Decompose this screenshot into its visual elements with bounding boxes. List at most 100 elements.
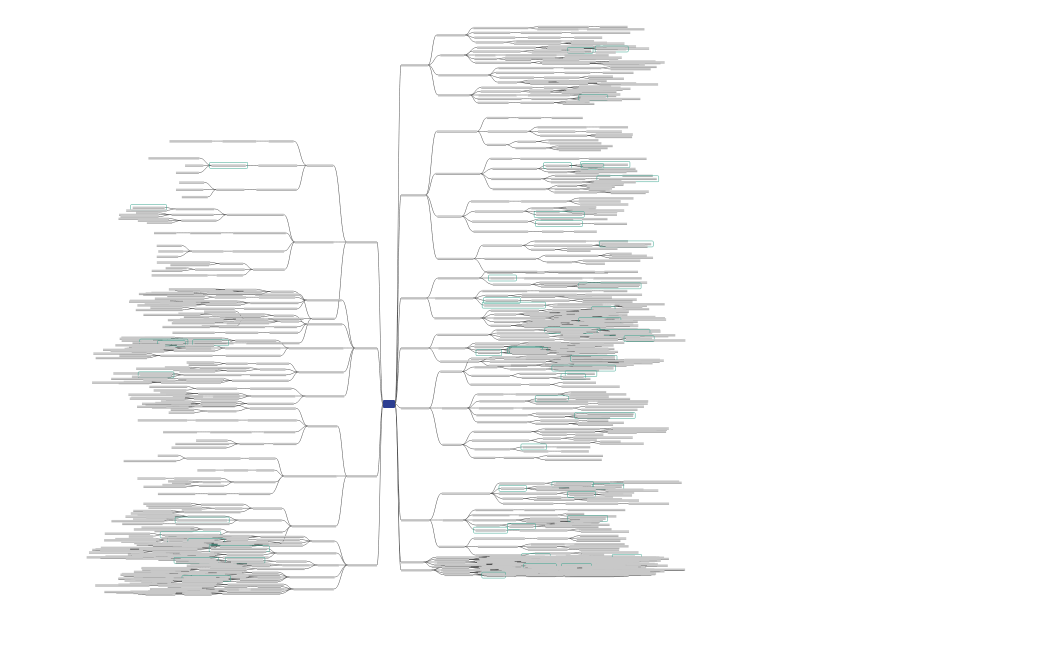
branch-left-3-3-2-3-1-text[interactable] (122, 522, 163, 525)
branch-left-2-3-1-3-2-text[interactable] (132, 341, 187, 344)
branch-left-4-2-2-1-2-text[interactable] (88, 551, 144, 553)
branch-left-2-4-2-1-text[interactable] (199, 366, 250, 369)
branch-right-4-3-2-1-text[interactable] (555, 358, 615, 361)
branch-right-1-4-2-2-1-text[interactable] (564, 90, 617, 93)
branch-right-3-3-1-2-text[interactable] (547, 310, 567, 312)
branch-left-4-2-1-text[interactable] (211, 547, 268, 550)
branch-right-1-3-4-1-text[interactable] (527, 79, 569, 82)
branch-right-3-1-3-1-1-text[interactable] (600, 281, 648, 283)
branch-left-4-5-4-3-text[interactable] (163, 591, 219, 593)
branch-right-5-2-5-2-2-text[interactable] (576, 422, 612, 425)
branch-right-3-1-3-2-text[interactable] (544, 283, 577, 285)
branch-left-2-1-3-3-text[interactable] (205, 303, 241, 306)
branch-right-3-2-3-1-2-text[interactable] (582, 300, 633, 303)
branch-right-6-1-4-2-1-text[interactable] (587, 498, 623, 500)
branch-right-4-2-1-1-1-text[interactable] (569, 341, 625, 344)
branch-right-2-4-1-2-1-text[interactable] (601, 242, 652, 245)
branch-left-1-3-text[interactable] (311, 317, 335, 320)
branch-left-4-text[interactable] (347, 564, 377, 566)
branch-right-3-3-3-3-1-text[interactable] (614, 318, 667, 320)
branch-right-2-2-2-1-1-text[interactable] (582, 163, 628, 166)
branch-right-3-1-1-1-text[interactable] (548, 270, 595, 273)
branch-left-3-3-2-2-1-text[interactable] (132, 518, 167, 520)
branch-left-3-3-1-1-2-text[interactable] (146, 504, 192, 506)
branch-left-2-5-3-1-text[interactable] (200, 400, 238, 402)
branch-right-3-1-1-1-1-text[interactable] (604, 270, 639, 273)
branch-left-4-2-4-2-2-text[interactable] (100, 556, 143, 559)
branch-right-2-1-3-1-text[interactable] (517, 140, 537, 143)
branch-right-6-2-2-text[interactable] (472, 513, 510, 516)
branch-left-3-2-3-2-2-text[interactable] (172, 481, 192, 484)
branch-right-4-3-2-text[interactable] (489, 360, 546, 362)
branch-left-1-1-3-1-text[interactable] (216, 188, 245, 191)
branch-right-1-2-1-text[interactable] (477, 46, 536, 48)
branch-right-4-1-1-1-text[interactable] (543, 328, 592, 330)
branch-right-8-4-text[interactable] (442, 571, 470, 573)
branch-right-2-3-3-text[interactable] (472, 220, 528, 222)
branch-left-4-4-1-2-2-text[interactable] (179, 572, 205, 574)
branch-right-2-4-2-1-text[interactable] (545, 254, 599, 257)
branch-right-6-1-2-2-text[interactable] (535, 487, 559, 489)
branch-right-1-4-4-1-3-text[interactable] (580, 98, 622, 101)
branch-right-2-4-1-text[interactable] (482, 244, 522, 246)
branch-left-2-3-2-text[interactable] (225, 347, 281, 349)
branch-right-4-2-1-2-text[interactable] (528, 343, 571, 345)
branch-left-2-1-4-text[interactable] (243, 307, 298, 310)
branch-left-2-1-1-2-2-text[interactable] (209, 290, 234, 293)
branch-right-6-3-1-1-1-text[interactable] (580, 534, 619, 537)
branch-left-4-3-1-2-1-text[interactable] (196, 560, 221, 563)
branch-left-4-5-3-text[interactable] (250, 588, 285, 590)
branch-right-3-3-3-3-text[interactable] (553, 318, 605, 320)
branch-right-1-4-text[interactable] (438, 94, 470, 96)
branch-right-2-3-2-1-3-text[interactable] (566, 208, 589, 210)
branch-left-1-1-1-text[interactable] (268, 140, 294, 142)
branch-left-2-1-text[interactable] (306, 299, 342, 301)
branch-left-1-1-3-text[interactable] (256, 188, 297, 191)
branch-right-6-2-4-text[interactable] (476, 524, 500, 526)
branch-right-6-3-3-1-1-text[interactable] (580, 551, 639, 553)
branch-right-7-3-3-3-text[interactable] (528, 562, 553, 564)
branch-right-2-2-2-1-text[interactable] (545, 164, 570, 167)
branch-left-2-5-3-2-text[interactable] (200, 402, 236, 405)
branch-right-4-2-1-2-1-text[interactable] (579, 343, 605, 345)
branch-right-4-2-4-1-2-text[interactable] (578, 350, 619, 353)
branch-right-6-1-1-2-text[interactable] (553, 483, 592, 486)
branch-right-8-3-text[interactable] (440, 569, 491, 571)
branch-left-2-2-1-2-1-text[interactable] (183, 315, 210, 318)
branch-right-5-2-5-text[interactable] (477, 420, 528, 423)
branch-right-6-2-4-1-text[interactable] (511, 522, 547, 525)
branch-left-2-5-3-text[interactable] (247, 402, 294, 405)
branch-right-7-3-text[interactable] (437, 561, 466, 563)
branch-left-4-4-1-1-text[interactable] (189, 570, 244, 573)
branch-right-6-2-text[interactable] (442, 519, 464, 521)
branch-left-3-3-2-2-text[interactable] (177, 519, 228, 521)
branch-right-2-1-3-text[interactable] (486, 143, 507, 146)
branch-left-2-4-4-2-text[interactable] (186, 379, 223, 382)
branch-right-5-2-4-2-2-text[interactable] (574, 415, 602, 418)
branch-right-3-2-text[interactable] (435, 297, 474, 299)
branch-right-6-2-1-1-text[interactable] (524, 508, 556, 511)
branch-right-1-4-4-1-text[interactable] (531, 97, 568, 100)
branch-right-6-1-5-text[interactable] (502, 502, 554, 505)
branch-right-6-1-3-text[interactable] (498, 492, 558, 494)
branch-right-5-1-2-1-1-text[interactable] (544, 362, 569, 365)
branch-right-2-3-4-text[interactable] (473, 230, 529, 232)
branch-right-8-text[interactable] (401, 569, 432, 571)
branch-right-2-2-3-1-1-text[interactable] (622, 174, 653, 177)
branch-right-4-1-4-1-text[interactable] (563, 338, 618, 341)
branch-right-5-3-1-2-2-text[interactable] (608, 430, 667, 433)
branch-left-4-5-1-3-text[interactable] (158, 584, 217, 586)
branch-right-3-3-1-1-text[interactable] (552, 308, 581, 311)
branch-right-5-3-4-1-text[interactable] (503, 456, 535, 459)
branch-right-6-1-5-1-text[interactable] (565, 502, 619, 505)
branch-left-2-2-2-2-1-text[interactable] (173, 320, 224, 322)
branch-left-3-3-3-text[interactable] (229, 530, 283, 533)
branch-left-3-1-3-text[interactable] (263, 430, 296, 433)
branch-right-8-2-3-text[interactable] (479, 567, 524, 569)
branch-right-1-4-2-1-3-text[interactable] (566, 89, 600, 92)
branch-left-2-2-text[interactable] (307, 323, 343, 325)
branch-right-2-3-2-1-1-text[interactable] (567, 205, 597, 208)
branch-right-6-1-2-3-2-text[interactable] (605, 489, 659, 491)
branch-left-2-3-1-text[interactable] (235, 339, 277, 341)
branch-left-3-2-2-1-text[interactable] (223, 469, 249, 471)
